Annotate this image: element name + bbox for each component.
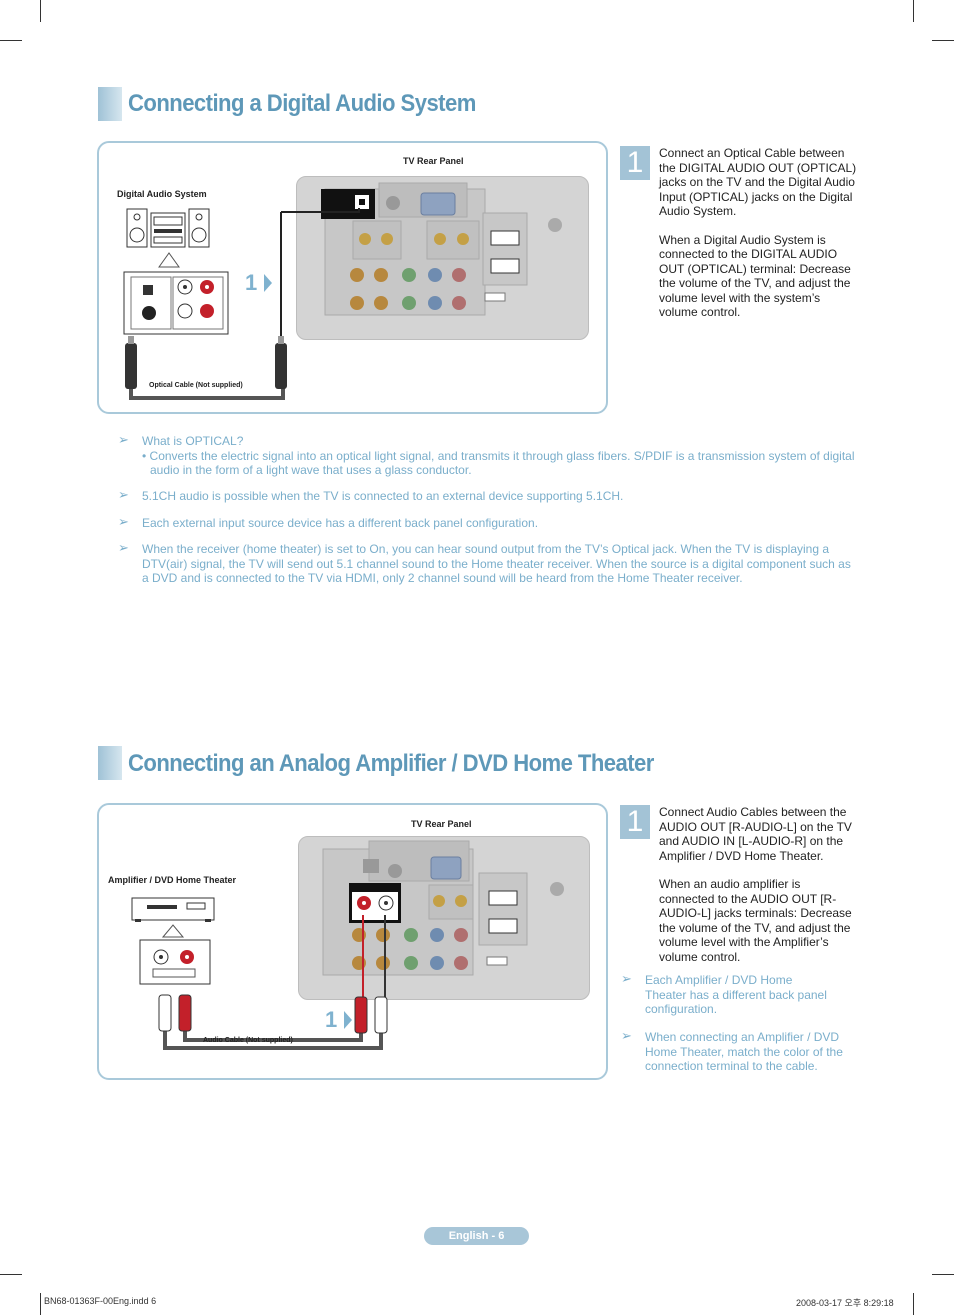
- audio-out-jack: [349, 883, 401, 923]
- tv-rear-panel: [296, 176, 589, 340]
- crop-mark: [0, 1274, 22, 1275]
- audio-cable: [158, 915, 388, 1050]
- cable-label: Optical Cable (Not supplied): [149, 382, 243, 389]
- tv-rear-panel-label: TV Rear Panel: [411, 819, 472, 829]
- tv-rear-panel-label: TV Rear Panel: [403, 156, 464, 166]
- dvd-player-icon: [131, 897, 215, 922]
- note-text: When the receiver (home theater) is set …: [142, 542, 851, 585]
- step-paragraph: When an audio amplifier is connected to …: [659, 877, 852, 964]
- chevron-right-icon: [344, 1011, 352, 1029]
- crop-mark: [932, 1274, 954, 1275]
- note-sub: • Converts the electric signal into an o…: [142, 448, 855, 478]
- note-item: ➢ When the receiver (home theater) is se…: [118, 540, 858, 586]
- note-arrow-icon: ➢: [118, 432, 129, 447]
- diagram-panel: TV Rear Panel Amplifier / DVD Home Theat…: [97, 803, 608, 1080]
- optical-cable: [125, 208, 360, 400]
- note-text: 5.1CH audio is possible when the TV is c…: [142, 489, 624, 503]
- device-jack-panel: [139, 939, 211, 985]
- crop-mark: [0, 40, 22, 41]
- step-description: Connect an Optical Cable between the DIG…: [659, 146, 859, 334]
- note-item: ➢ What is OPTICAL? • Converts the electr…: [118, 432, 858, 478]
- section-title-bar: [98, 746, 122, 780]
- note-arrow-icon: ➢: [118, 540, 129, 555]
- note-arrow-icon: ➢: [621, 1028, 632, 1043]
- crop-mark: [913, 0, 914, 22]
- note-arrow-icon: ➢: [118, 487, 129, 502]
- step-marker: 1: [245, 270, 258, 295]
- note-item: ➢ Each external input source device has …: [118, 514, 858, 531]
- note-arrow-icon: ➢: [118, 514, 129, 529]
- note-item: ➢ When connecting an Amplifier / DVD Hom…: [621, 1028, 856, 1074]
- crop-mark: [913, 1293, 914, 1315]
- step-description: Connect Audio Cables between the AUDIO O…: [659, 805, 859, 978]
- device-label: Digital Audio System: [117, 189, 207, 199]
- note-text: When connecting an Amplifier / DVD Home …: [645, 1030, 843, 1073]
- note-title: What is OPTICAL?: [142, 434, 244, 448]
- step-paragraph: Connect Audio Cables between the AUDIO O…: [659, 805, 852, 863]
- audio-system-icon: [126, 208, 210, 248]
- device-label: Amplifier / DVD Home Theater: [108, 875, 237, 885]
- page-number-badge: English - 6: [424, 1227, 529, 1245]
- crop-mark: [40, 0, 41, 22]
- diagram-panel: TV Rear Panel Digital Audio System: [97, 141, 608, 414]
- section-title-bar: [98, 87, 122, 121]
- note-item: ➢ 5.1CH audio is possible when the TV is…: [118, 487, 858, 504]
- crop-mark: [932, 40, 954, 41]
- note-text: Each Amplifier / DVD Home Theater has a …: [645, 973, 827, 1016]
- step-marker: 1: [325, 1007, 338, 1032]
- note-item: ➢ Each Amplifier / DVD Home Theater has …: [621, 971, 836, 1017]
- chevron-right-icon: [264, 274, 272, 292]
- section-title: Connecting an Analog Amplifier / DVD Hom…: [128, 750, 654, 777]
- up-arrow-icon: [161, 924, 185, 938]
- up-arrow-icon: [158, 252, 180, 268]
- cable-label: Audio Cable (Not supplied): [203, 1037, 293, 1044]
- optical-out-jack: [321, 189, 375, 219]
- step-number: 1: [620, 805, 650, 839]
- file-slug: BN68-01363F-00Eng.indd 6: [44, 1296, 157, 1306]
- print-timestamp: 2008-03-17 오후 8:29:18: [796, 1298, 894, 1308]
- step-paragraph: When a Digital Audio System is connected…: [659, 232, 851, 320]
- crop-mark: [40, 1293, 41, 1315]
- section-title: Connecting a Digital Audio System: [128, 90, 476, 117]
- device-jack-panel: [123, 271, 229, 335]
- note-arrow-icon: ➢: [621, 971, 632, 986]
- step-paragraph: Connect an Optical Cable between the DIG…: [659, 146, 857, 218]
- step-number: 1: [620, 146, 650, 180]
- note-text: Each external input source device has a …: [142, 516, 539, 530]
